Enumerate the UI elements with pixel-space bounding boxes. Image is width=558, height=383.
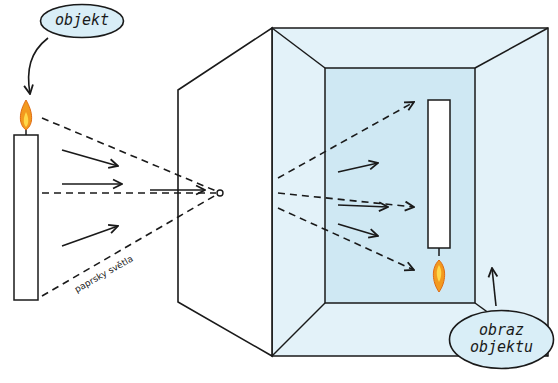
inverted-candle bbox=[428, 100, 450, 292]
leader-arrow bbox=[29, 38, 48, 94]
callout-bubble: objekt bbox=[39, 3, 125, 39]
ray-label: paprsky světla bbox=[73, 254, 135, 295]
bubble-text: objekt bbox=[55, 12, 109, 29]
leader-arrow bbox=[492, 268, 496, 306]
back-wall bbox=[325, 68, 475, 303]
box-opening bbox=[272, 28, 548, 356]
callout-bubble: obraz objektu bbox=[448, 309, 555, 370]
front-face bbox=[178, 28, 272, 356]
pinhole bbox=[217, 190, 223, 196]
bubble-text: obraz objektu bbox=[467, 322, 537, 357]
candle bbox=[14, 100, 38, 300]
